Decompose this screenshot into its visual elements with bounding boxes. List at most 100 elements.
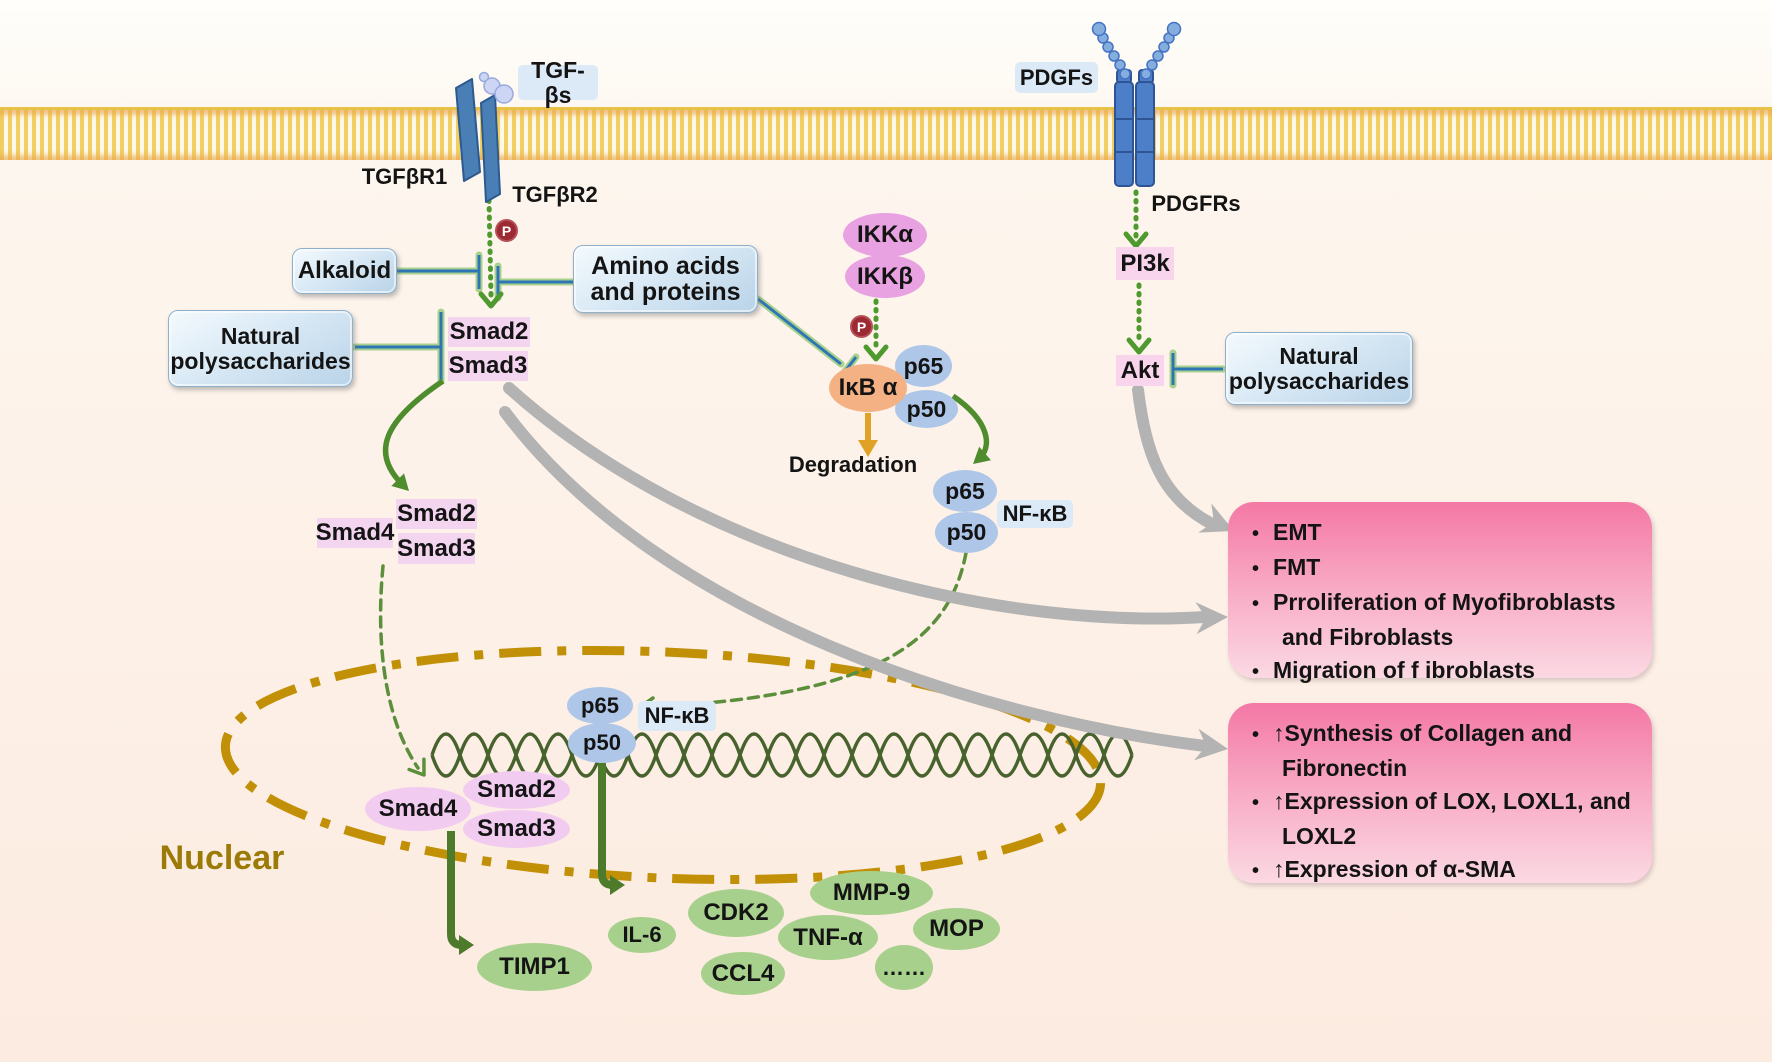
outcome-item: ↑Expression of α-SMA bbox=[1252, 853, 1636, 888]
ikka-node: IKKα bbox=[843, 213, 927, 257]
phospho-badge-tgf: P bbox=[495, 219, 518, 242]
p50-nuclear-node: p50 bbox=[568, 723, 636, 763]
smad4-text: Smad4 bbox=[315, 519, 395, 547]
akt-emt-arrow bbox=[1132, 384, 1234, 533]
gene-oval-timp1: TIMP1 bbox=[477, 943, 592, 991]
gene-oval-more: …… bbox=[875, 945, 933, 990]
smad3-text: Smad3 bbox=[477, 815, 556, 843]
smad3-complex-node: Smad3 bbox=[397, 533, 476, 564]
p50-text: p50 bbox=[906, 395, 947, 422]
inhibit-natpoly-akt-line bbox=[1169, 349, 1227, 389]
akt-text: Akt bbox=[1120, 356, 1160, 384]
p65-text: p65 bbox=[581, 692, 619, 718]
p65-text: p65 bbox=[945, 477, 985, 504]
ikkb-text: IKKβ bbox=[857, 262, 913, 290]
outcome-item: FMT bbox=[1252, 551, 1636, 586]
gene-oval-ccl4: CCL4 bbox=[701, 952, 785, 995]
pi3k-text: PI3k bbox=[1120, 249, 1170, 277]
nucleus-text: Nuclear bbox=[159, 839, 285, 878]
cell-membrane bbox=[0, 107, 1772, 160]
tgf-ligand-label: TGF-βs bbox=[518, 58, 598, 107]
nfkb-text: NF-κB bbox=[644, 703, 710, 729]
outcome-item: ↑Expression of LOX, LOXL1, and LOXL2 bbox=[1252, 785, 1636, 853]
p65-free-node: p65 bbox=[933, 470, 997, 512]
smad3-nuclear-node: Smad3 bbox=[463, 810, 570, 848]
smad-proliferation-arrow bbox=[503, 382, 1228, 635]
smad2-complex-node: Smad2 bbox=[396, 499, 477, 529]
tgfbr2-text: TGFβR2 bbox=[512, 182, 598, 208]
degradation-arrow bbox=[858, 413, 878, 457]
smad-nuclear-import-arrow bbox=[378, 564, 426, 777]
gene-oval-il6: IL-6 bbox=[608, 917, 676, 953]
inhibit-natpoly-left-line bbox=[351, 308, 445, 384]
gene-oval-tnfa: TNF-α bbox=[778, 915, 878, 960]
smad3-text: Smad3 bbox=[397, 534, 476, 562]
outcome-box-expression: ↑Synthesis of Collagen and Fibronectin ↑… bbox=[1228, 703, 1652, 883]
smad2-text: Smad2 bbox=[449, 318, 529, 346]
smad3-text: Smad3 bbox=[448, 352, 528, 380]
amino-acids-text: Amino acids and proteins bbox=[590, 251, 741, 306]
natural-polysaccharides-box-right: Natural polysaccharides bbox=[1225, 332, 1413, 405]
gene-text: TNF-α bbox=[793, 923, 863, 951]
outcome-item: EMT bbox=[1252, 516, 1636, 551]
gene-oval-mop: MOP bbox=[913, 908, 1000, 950]
dna-strand-2 bbox=[430, 732, 1134, 778]
ikk-ikba-arrow bbox=[863, 298, 889, 362]
gene-oval-mmp9: MMP-9 bbox=[810, 871, 933, 915]
smad3-node: Smad3 bbox=[448, 351, 528, 381]
gene-text: IL-6 bbox=[622, 922, 662, 948]
dna-strand-1 bbox=[430, 732, 1134, 778]
p50-text: p50 bbox=[583, 730, 621, 756]
pdgfr-pi3k-arrow bbox=[1123, 189, 1149, 249]
smad4-complex-node: Smad4 bbox=[315, 518, 395, 548]
pdgfrs-text: PDGFRs bbox=[1151, 190, 1241, 216]
gene-text: CDK2 bbox=[703, 899, 769, 927]
smad4-nuclear-node: Smad4 bbox=[365, 787, 471, 831]
pdgf-ligand-text: PDGFs bbox=[1019, 64, 1094, 90]
degradation-label: Degradation bbox=[783, 452, 923, 478]
natural-polysaccharides-text: Natural polysaccharides bbox=[170, 323, 351, 374]
gene-text: CCL4 bbox=[711, 959, 775, 987]
amino-acids-box: Amino acids and proteins bbox=[573, 245, 758, 313]
alkaloid-text: Alkaloid bbox=[297, 257, 392, 285]
outcome-box-cellular: EMT FMT Prroliferation of Myofibroblasts… bbox=[1228, 502, 1652, 683]
akt-node: Akt bbox=[1116, 355, 1164, 386]
inhibit-amino-left-line bbox=[494, 262, 579, 302]
outcome-item: Migration of f ibroblasts bbox=[1252, 654, 1636, 689]
outcome-list: ↑Synthesis of Collagen and Fibronectin ↑… bbox=[1228, 703, 1652, 900]
smad4-text: Smad4 bbox=[378, 795, 458, 823]
tgfbr1-text: TGFβR1 bbox=[361, 164, 448, 190]
smad-complex-arrow bbox=[382, 378, 445, 491]
outcome-item: Prroliferation of Myofibroblasts and Fib… bbox=[1252, 586, 1636, 654]
pdgf-ligand-label: PDGFs bbox=[1015, 62, 1098, 93]
p50-il6-arrow bbox=[598, 763, 625, 895]
smad-synthesis-arrow bbox=[499, 406, 1228, 761]
tgf-receptor-smad-arrow bbox=[478, 197, 504, 309]
phospho-badge-ikk: P bbox=[850, 315, 873, 338]
nfkb-nuclear-label: NF-κB bbox=[638, 701, 716, 731]
ikkb-node: IKKβ bbox=[845, 255, 925, 298]
tgf-ligand-text: TGF-βs bbox=[531, 57, 585, 108]
nfkb-text: NF-κB bbox=[1002, 501, 1068, 527]
nucleus-label: Nuclear bbox=[152, 838, 292, 880]
p50-text: p50 bbox=[946, 519, 987, 546]
gene-oval-cdk2: CDK2 bbox=[688, 889, 784, 937]
nuclear-envelope bbox=[220, 646, 1106, 884]
ikba-node: IκB α bbox=[829, 364, 907, 412]
ikba-text: IκB α bbox=[838, 374, 898, 402]
pi3k-akt-arrow bbox=[1126, 282, 1152, 355]
phospho-text: P bbox=[501, 222, 512, 239]
smad2-text: Smad2 bbox=[477, 776, 556, 804]
tgfbr2-label: TGFβR2 bbox=[506, 182, 604, 208]
pdgf-receptor-icon bbox=[1091, 21, 1182, 187]
p65-nuclear-node: p65 bbox=[567, 687, 633, 724]
gene-text: MOP bbox=[929, 915, 984, 943]
natural-polysaccharides-box-left: Natural polysaccharides bbox=[168, 310, 353, 387]
phospho-text: P bbox=[856, 318, 867, 335]
p50-complex-node: p50 bbox=[895, 390, 958, 428]
alkaloid-box: Alkaloid bbox=[292, 248, 397, 294]
tgfbr1-label: TGFβR1 bbox=[352, 164, 457, 190]
smad2-node: Smad2 bbox=[448, 317, 530, 347]
gene-text: TIMP1 bbox=[499, 953, 570, 981]
